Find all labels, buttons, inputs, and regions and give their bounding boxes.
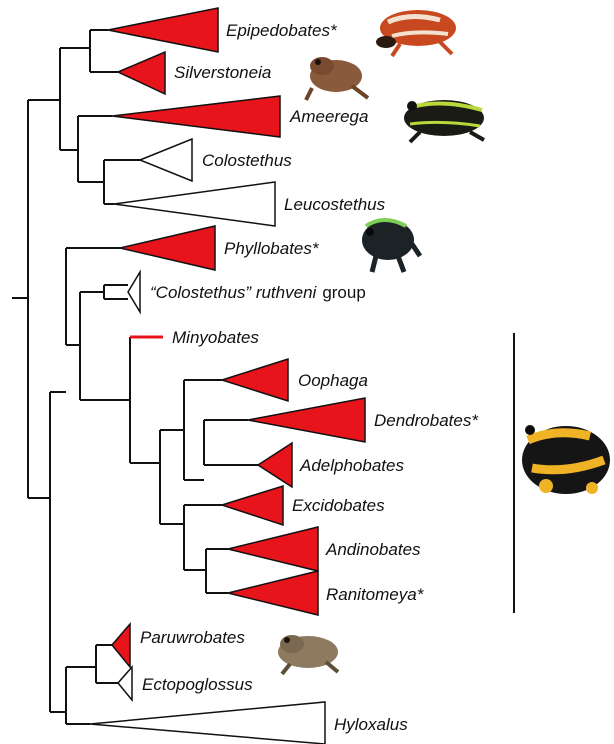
label-silverstoneia: Silverstoneia <box>174 63 271 82</box>
label-colostethus: Colostethus <box>202 151 292 170</box>
label-hyloxalus: Hyloxalus <box>334 715 408 734</box>
label-paruwrobates: Paruwrobates <box>140 628 245 647</box>
label-oophaga: Oophaga <box>298 371 368 390</box>
triangle-phyllobates <box>120 226 215 270</box>
label-dendrobates: Dendrobates* <box>374 411 479 430</box>
label-ruthveni-group: group <box>322 283 365 302</box>
label-ameerega: Ameerega <box>289 107 368 126</box>
silverstoneia-photo <box>306 57 368 100</box>
dendrobates-photo <box>522 425 610 494</box>
triangle-ameerega <box>112 96 280 137</box>
triangle-andinobates <box>228 527 318 571</box>
label-minyobates: Minyobates <box>172 328 259 347</box>
label-ectopoglossus: Ectopoglossus <box>142 675 253 694</box>
epipedobates-photo <box>376 10 456 56</box>
triangle-leucostethus <box>114 182 275 226</box>
phyllobates-photo <box>362 220 420 272</box>
label-phyllobates: Phyllobates* <box>224 239 320 258</box>
label-epipedobates: Epipedobates* <box>226 21 338 40</box>
triangle-epipedobates <box>108 8 218 52</box>
triangle-ruthveni <box>128 272 140 312</box>
triangle-hyloxalus <box>90 702 325 744</box>
triangle-silverstoneia <box>118 52 165 94</box>
label-ruthveni-name: “Colostethus” ruthveni <box>150 283 318 302</box>
triangle-colostethus <box>140 139 192 181</box>
triangle-excidobates <box>222 486 283 525</box>
triangle-oophaga <box>222 359 288 401</box>
label-andinobates: Andinobates <box>325 540 421 559</box>
label-ranitomeya: Ranitomeya* <box>326 585 425 604</box>
label-excidobates: Excidobates <box>292 496 385 515</box>
paruwrobates-photo <box>278 635 338 674</box>
ameerega-photo <box>404 100 484 142</box>
triangle-ranitomeya <box>228 571 318 615</box>
triangle-dendrobates <box>248 398 365 442</box>
triangle-paruwrobates <box>112 624 130 667</box>
label-adelphobates: Adelphobates <box>299 456 404 475</box>
triangle-ectopoglossus <box>118 667 132 700</box>
triangle-adelphobates <box>258 443 292 487</box>
label-leucostethus: Leucostethus <box>284 195 386 214</box>
